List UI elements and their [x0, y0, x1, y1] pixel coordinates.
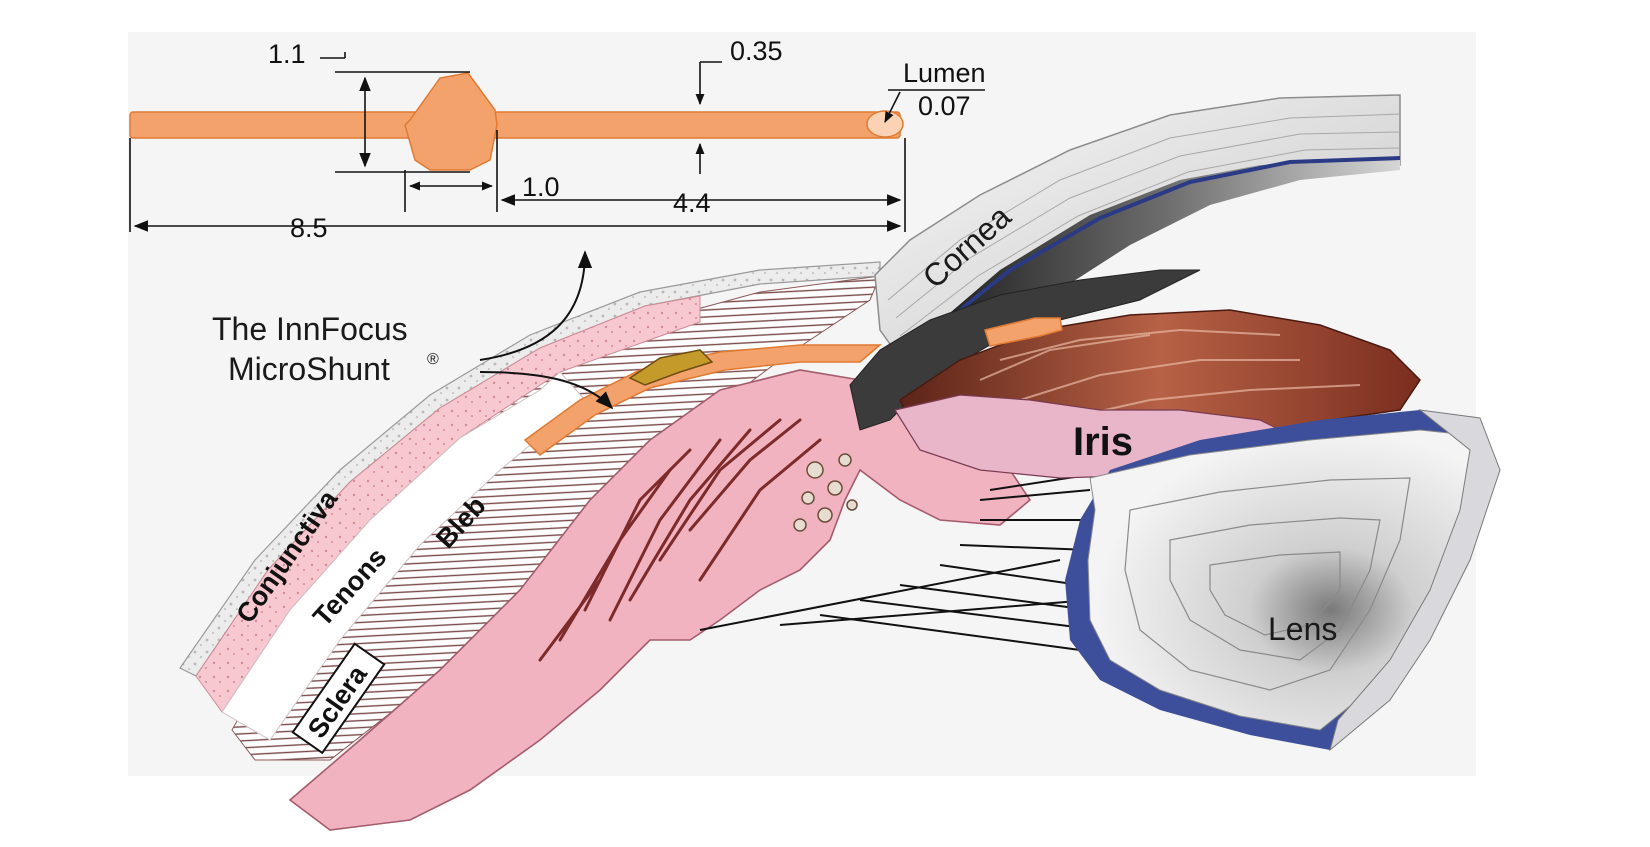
dim-bulb-length-label: 1.0 [522, 172, 560, 202]
bleb-region [221, 371, 586, 741]
trabecular-meshwork [793, 453, 858, 532]
pointer-arrow-to-implant [479, 371, 614, 410]
pointer-arrow-to-schematic [479, 250, 593, 361]
dim-diameter-label: 1.1 [268, 39, 306, 69]
ciliary-muscle-fibers [538, 418, 822, 662]
cornea-endothelium [933, 156, 1401, 332]
zonule-fibers [699, 469, 1121, 651]
device-pointer-arrows [479, 250, 614, 410]
schematic-lumen-end [866, 110, 904, 138]
dim-tube-diameter-label: 0.35 [730, 36, 783, 66]
lens-cut-face [1329, 409, 1501, 752]
device-name: The InnFocus MicroShunt ® [212, 311, 439, 387]
lumen-label: Lumen [903, 58, 986, 88]
lens-label: Lens [1268, 611, 1337, 647]
schematic-tube [129, 111, 901, 139]
device-name-line1: The InnFocus [212, 311, 408, 347]
iris-label: Iris [1073, 420, 1133, 464]
device-name-line2: MicroShunt [228, 351, 390, 387]
dim-total-length-label: 8.5 [290, 213, 328, 243]
shunt-tip-in-chamber [984, 317, 1063, 347]
shunt-schematic [129, 72, 904, 171]
lens-rings [1124, 477, 1411, 691]
registered-mark: ® [427, 351, 439, 368]
cornea-lamellae [887, 113, 1401, 337]
ciliary-body [288, 369, 1032, 831]
shunt-fin [628, 349, 714, 386]
dimension-labels: 1.1 0.35 1.0 4.4 8.5 Lumen 0.07 [268, 36, 986, 243]
schematic-bulb [404, 72, 498, 171]
lumen-value: 0.07 [918, 91, 971, 121]
dimension-lines [129, 52, 985, 232]
dim-distal-length-label: 4.4 [673, 188, 711, 218]
